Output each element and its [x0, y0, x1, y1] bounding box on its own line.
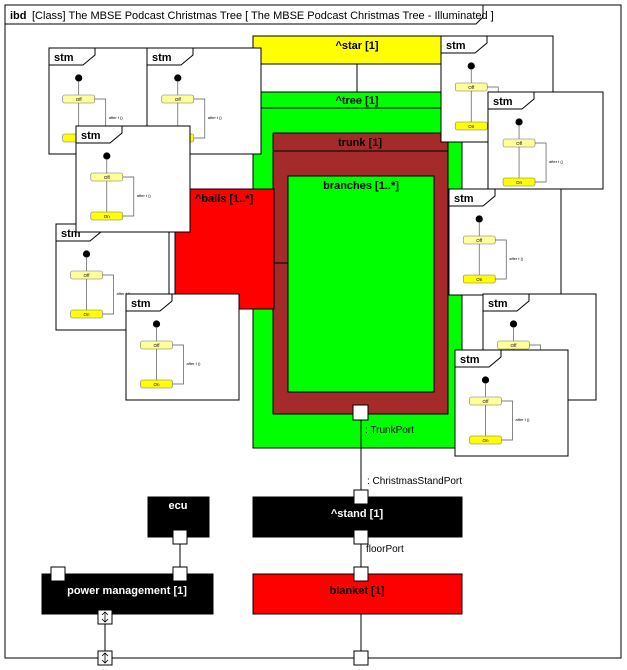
- floor-port-label: floorPort: [366, 544, 404, 555]
- part-ecu[interactable]: ecu: [147, 496, 210, 545]
- part-branches[interactable]: branches [1..*]: [287, 175, 435, 393]
- stm-keyword: stm: [488, 298, 508, 310]
- power-management-flow-port-top[interactable]: [97, 609, 113, 625]
- state-off-label: Off: [84, 273, 91, 278]
- state-off-label: Off: [511, 343, 518, 348]
- stand-label: ^stand [1]: [331, 508, 384, 520]
- power-management-port-left[interactable]: [50, 566, 66, 582]
- blanket-label: blanket [1]: [329, 585, 384, 597]
- blanket-port-top[interactable]: [353, 566, 369, 582]
- initial-state: [103, 152, 111, 160]
- christmas-stand-port[interactable]: [353, 489, 369, 505]
- stm-keyword: stm: [81, 130, 101, 142]
- power-management-label: power management [1]: [67, 585, 187, 597]
- branches-label: branches [1..*]: [323, 180, 399, 192]
- christmas-stand-port-label: : ChristmasStandPort: [367, 476, 462, 487]
- state-off: Off: [462, 235, 496, 245]
- trunk-port-label: : TrunkPort: [365, 425, 414, 436]
- tree-label: ^tree [1]: [335, 95, 378, 107]
- state-off: Off: [497, 340, 530, 350]
- state-off: Off: [454, 82, 488, 92]
- state-off: Off: [62, 94, 96, 104]
- state-off-label: Off: [476, 238, 483, 243]
- transition-label: after t (): [117, 291, 132, 296]
- frame-title: [Class] The MBSE Podcast Christmas Tree …: [32, 10, 494, 22]
- part-balls[interactable]: ^balls [1..*]: [174, 188, 288, 310]
- ecu-port[interactable]: [172, 529, 188, 545]
- transition-label: after t (): [137, 193, 152, 198]
- state-on: On: [502, 177, 536, 187]
- state-off-label: Off: [483, 399, 490, 404]
- initial-state: [174, 74, 182, 82]
- state-on: On: [469, 435, 502, 445]
- transition-label: after t (): [187, 361, 202, 366]
- trunk-label: trunk [1]: [338, 137, 382, 149]
- part-power-management[interactable]: power management [1]: [41, 566, 214, 666]
- state-on-label: On: [104, 214, 111, 219]
- floor-port[interactable]: [353, 529, 369, 545]
- blanket-port-bottom[interactable]: [353, 650, 369, 666]
- part-blanket[interactable]: blanket [1]: [252, 566, 463, 666]
- state-off-label: Off: [468, 85, 475, 90]
- transition-label: after t (): [516, 417, 531, 422]
- initial-state: [467, 62, 475, 70]
- power-management-port-ecu[interactable]: [172, 566, 188, 582]
- power-management-flow-port-bottom[interactable]: [97, 650, 113, 666]
- ecu-label: ecu: [169, 500, 188, 512]
- state-on-label: On: [468, 124, 475, 129]
- part-stand[interactable]: ^stand [1]: [252, 489, 463, 545]
- stm-keyword: stm: [446, 40, 466, 52]
- state-off: Off: [502, 138, 536, 148]
- initial-state: [481, 376, 490, 384]
- state-on: On: [140, 379, 173, 389]
- state-off: Off: [161, 94, 195, 104]
- state-off: Off: [140, 340, 173, 350]
- state-on-label: On: [516, 180, 523, 185]
- state-on: On: [70, 309, 103, 319]
- stm-keyword: stm: [460, 354, 480, 366]
- initial-state: [475, 215, 483, 223]
- state-on-label: On: [84, 312, 91, 317]
- stm-keyword: stm: [54, 52, 74, 64]
- star-label: ^star [1]: [335, 40, 378, 52]
- state-off: Off: [90, 172, 124, 182]
- frame-keyword: ibd: [10, 10, 27, 22]
- state-on-label: On: [476, 277, 483, 282]
- transition-label: after t (): [509, 256, 524, 261]
- state-off-label: Off: [516, 141, 523, 146]
- initial-state: [152, 320, 161, 328]
- stm-keyword: stm: [131, 298, 151, 310]
- initial-state: [509, 320, 518, 328]
- transition-label: after t (): [208, 115, 223, 120]
- state-off: Off: [469, 396, 502, 406]
- transition-label: after t (): [549, 159, 564, 164]
- stm-keyword: stm: [454, 193, 474, 205]
- balls-label: ^balls [1..*]: [195, 193, 254, 205]
- state-off-label: Off: [76, 97, 83, 102]
- transition-label: after t (): [109, 115, 124, 120]
- state-off-label: Off: [104, 175, 111, 180]
- state-on: On: [454, 121, 488, 131]
- state-on: On: [90, 211, 124, 221]
- initial-state: [515, 118, 523, 126]
- state-on-label: On: [483, 438, 490, 443]
- stm-keyword: stm: [152, 52, 172, 64]
- part-star[interactable]: ^star [1]: [252, 35, 463, 93]
- state-on-label: On: [154, 382, 161, 387]
- initial-state: [75, 74, 83, 82]
- initial-state: [82, 250, 91, 258]
- state-off: Off: [70, 270, 103, 280]
- stm-keyword: stm: [493, 96, 513, 108]
- state-on: On: [462, 274, 496, 284]
- state-off-label: Off: [175, 97, 182, 102]
- state-off-label: Off: [154, 343, 161, 348]
